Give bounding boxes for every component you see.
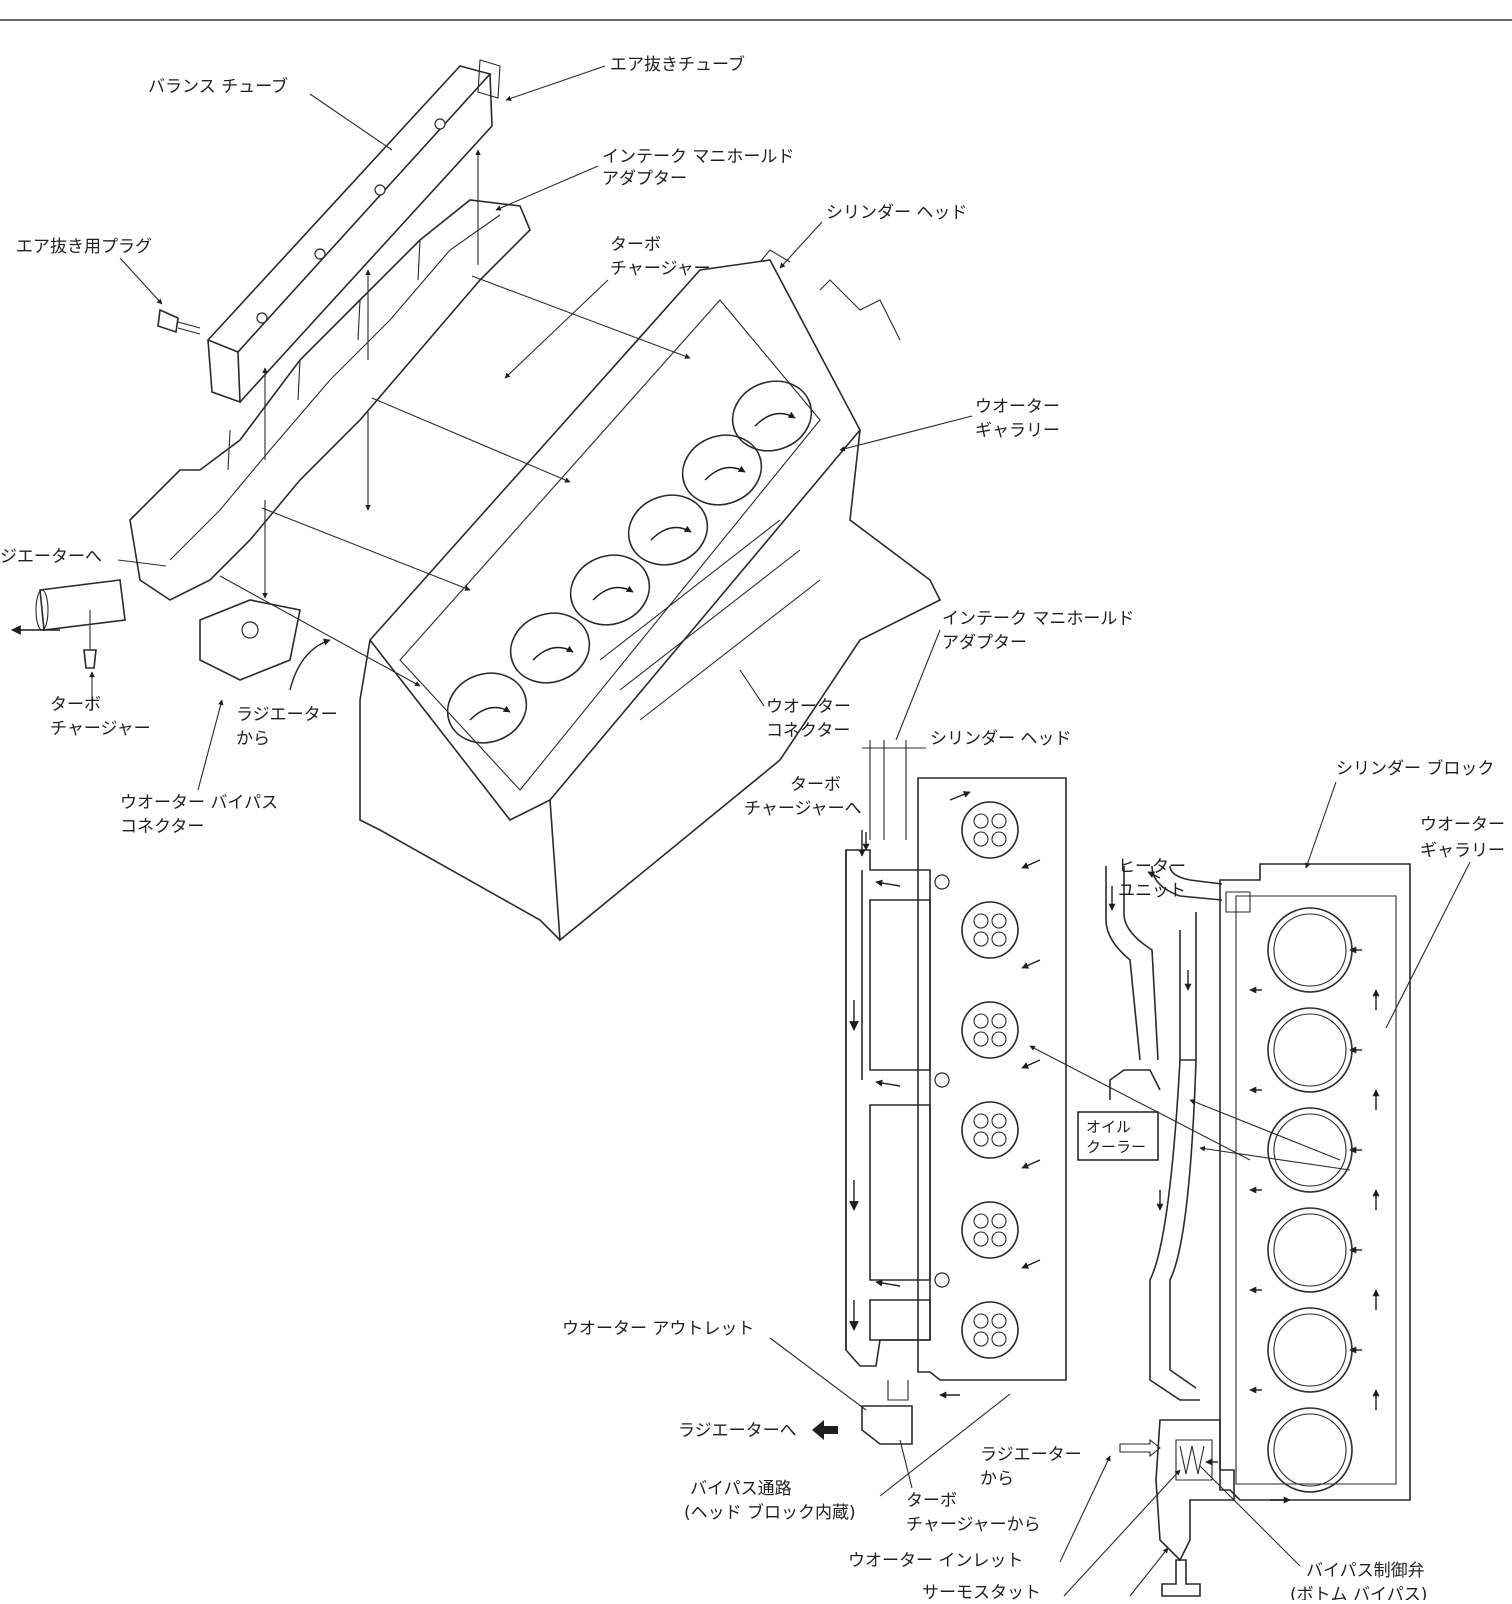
leader-thermostat [1063,1469,1181,1597]
label-turbo-left-1: ターボ [50,695,101,715]
head-width-markers [862,740,926,840]
label-water-bypass-2: コネクター [120,817,204,837]
leader-water-connector [739,669,765,707]
inlet-arrow [1119,1438,1161,1458]
label-water-connector-1: ウオーター [766,697,851,717]
label-from-radiator-bottom-2: から [980,1469,1014,1489]
cylinder-head-outline [845,777,1067,1445]
leader-intake-adapter-top [495,165,599,211]
leader-from-turbo [899,1439,913,1489]
label-oil-cooler-2: クーラー [1086,1138,1146,1156]
cylinder-block [359,249,942,942]
label-bypass-valve-2: (ボトム バイパス) [1290,1585,1427,1600]
radiator-outlet-pipe [35,579,126,669]
label-from-radiator-bottom-1: ラジエーター [980,1445,1082,1465]
leader-air-vent-tube [505,65,606,101]
flow-schematic: オイル クーラー [812,740,1411,1597]
label-balance-tube: バランス チューブ [148,76,288,97]
label-oil-cooler-1: オイル [1086,1118,1131,1136]
air-vent-plug [157,308,201,335]
label-from-radiator-2: から [236,729,270,749]
leader-cylinder-head-top [779,221,823,269]
block-bores [446,380,813,744]
label-water-inlet: ウオーター インレット [848,1551,1023,1571]
label-to-turbo-2: チャージャーへ [744,799,862,819]
leader-thermostat-2 [1129,1547,1169,1597]
leader-bypass-valve [1199,1465,1301,1567]
label-to-radiator-bottom: ラジエーターへ [678,1421,797,1441]
intake-manifold-adapter [129,199,531,681]
label-thermostat: サーモスタット [922,1583,1041,1600]
leader-water-inlet [1059,1455,1111,1563]
leader-water-bypass [197,699,224,791]
isometric-engine-view [11,59,942,942]
label-bypass-passage-1: バイパス通路 [690,1479,792,1499]
leader-to-radiator-left [117,559,167,567]
label-air-vent-plug: エア抜き用プラグ [16,237,152,257]
leader-water-gallery-right [1385,861,1471,1029]
label-intake-adapter-top-2: アダプター [602,169,687,189]
label-cylinder-block: シリンダー ブロック [1336,758,1494,779]
label-to-turbo-1: ターボ [790,775,841,795]
leader-air-vent-plug [119,257,163,305]
label-intake-adapter-mid-1: インテーク マニホールド [942,609,1134,629]
label-water-connector-2: コネクター [766,721,850,741]
assembly-arrows [11,149,691,710]
label-turbo-top-2: チャージャー [610,259,711,279]
label-turbo-top-1: ターボ [610,235,661,255]
label-intake-adapter-mid-2: アダプター [942,633,1027,653]
leader-intake-adapter-mid [895,629,941,741]
cylinder-block-outline [1219,863,1411,1504]
head-chambers [934,801,1019,1359]
label-from-radiator-1: ラジエーター [236,705,338,725]
label-turbo-left-2: チャージャー [50,719,151,739]
balance-tube [206,59,501,404]
label-water-gallery-top-1: ウオーター [975,397,1060,417]
section-arrows [1029,1045,1351,1171]
label-heater-unit-1: ヒーター [1118,857,1186,877]
leader-turbo-top [504,279,609,379]
schematic-labels: ターボ チャージャーへ シリンダー ブロック ウオーター ギャラリー ヒーター … [562,758,1505,1604]
label-water-gallery-top-2: ギャラリー [975,421,1060,441]
oil-cooler: オイル クーラー [1077,1111,1159,1161]
label-heater-unit-2: ユニット [1118,881,1186,901]
label-bypass-valve-1: バイパス制御弁 [1306,1561,1425,1581]
label-air-vent-tube: エア抜きチューブ [610,54,745,75]
head-flow-arrows [849,791,1041,1399]
label-from-turbo-2: チャージャーから [906,1515,1041,1535]
leader-water-gallery-top [839,415,973,452]
isometric-labels: バランス チューブ エア抜きチューブ インテーク マニホールド アダプター シリ… [0,54,1134,837]
label-water-bypass-1: ウオーター バイパス [120,793,278,813]
leader-balance-tube [309,93,393,151]
label-intake-adapter-top-1: インテーク マニホールド [602,147,794,167]
leader-cylinder-block [1305,781,1337,869]
label-to-radiator-left: ジエーターへ [0,547,102,567]
leader-bypass-passage [879,1393,1011,1497]
leader-water-outlet [769,1337,867,1411]
label-water-gallery-right-1: ウオーター [1420,815,1505,835]
label-cylinder-head-mid: シリンダー ヘッド [930,729,1071,749]
label-water-gallery-right-2: ギャラリー [1420,841,1505,861]
label-bypass-passage-2: (ヘッド ブロック内蔵) [684,1502,856,1523]
label-from-turbo-1: ターボ [906,1491,957,1511]
label-water-outlet: ウオーター アウトレット [562,1319,754,1339]
outlet-arrow [812,1420,838,1440]
connecting-passages [1105,865,1223,1401]
label-cylinder-head-top: シリンダー ヘッド [826,203,967,223]
thermostat-housing [1155,1419,1235,1597]
